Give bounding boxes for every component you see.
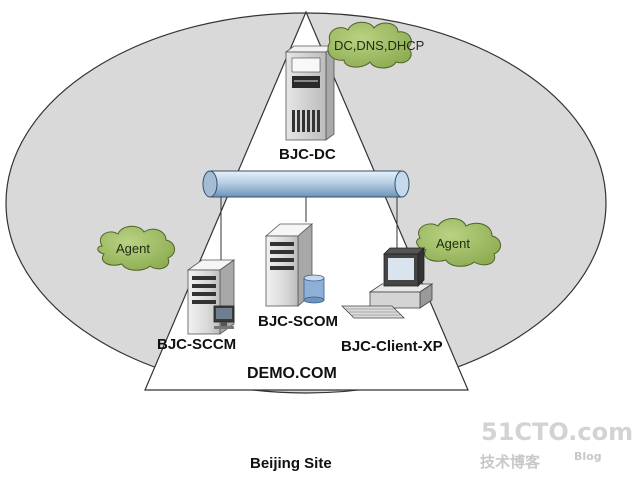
watermark-blog: Blog	[574, 450, 602, 463]
cloud-dc-roles-label: DC,DNS,DHCP	[334, 38, 425, 53]
server-label-client: BJC-Client-XP	[341, 338, 443, 355]
server-with-database-icon	[264, 223, 325, 307]
monitor-icon	[213, 305, 235, 329]
server-with-monitor-icon	[186, 259, 236, 335]
server-label-scom: BJC-SCOM	[258, 313, 339, 330]
watermark-brand: 51CTO.com	[481, 418, 633, 446]
domain-label: DEMO.COM	[247, 365, 337, 382]
network-bus-cylinder	[202, 170, 410, 198]
tower-server-icon	[284, 45, 336, 141]
watermark-subtitle: 技术博客	[480, 453, 541, 471]
cloud-agent-left-label: Agent	[116, 241, 150, 256]
server-label-dc: BJC-DC	[279, 146, 336, 163]
cloud-agent-right	[416, 218, 501, 267]
network-diagram	[5, 10, 607, 394]
cloud-agent-right-label: Agent	[436, 236, 470, 251]
cloud-agent-left	[97, 225, 175, 271]
database-icon	[303, 274, 325, 304]
desktop-computer-icon	[341, 247, 434, 319]
cloud-dc-roles	[327, 21, 412, 69]
site-label: Beijing Site	[250, 455, 332, 472]
server-label-sccm: BJC-SCCM	[157, 336, 237, 353]
